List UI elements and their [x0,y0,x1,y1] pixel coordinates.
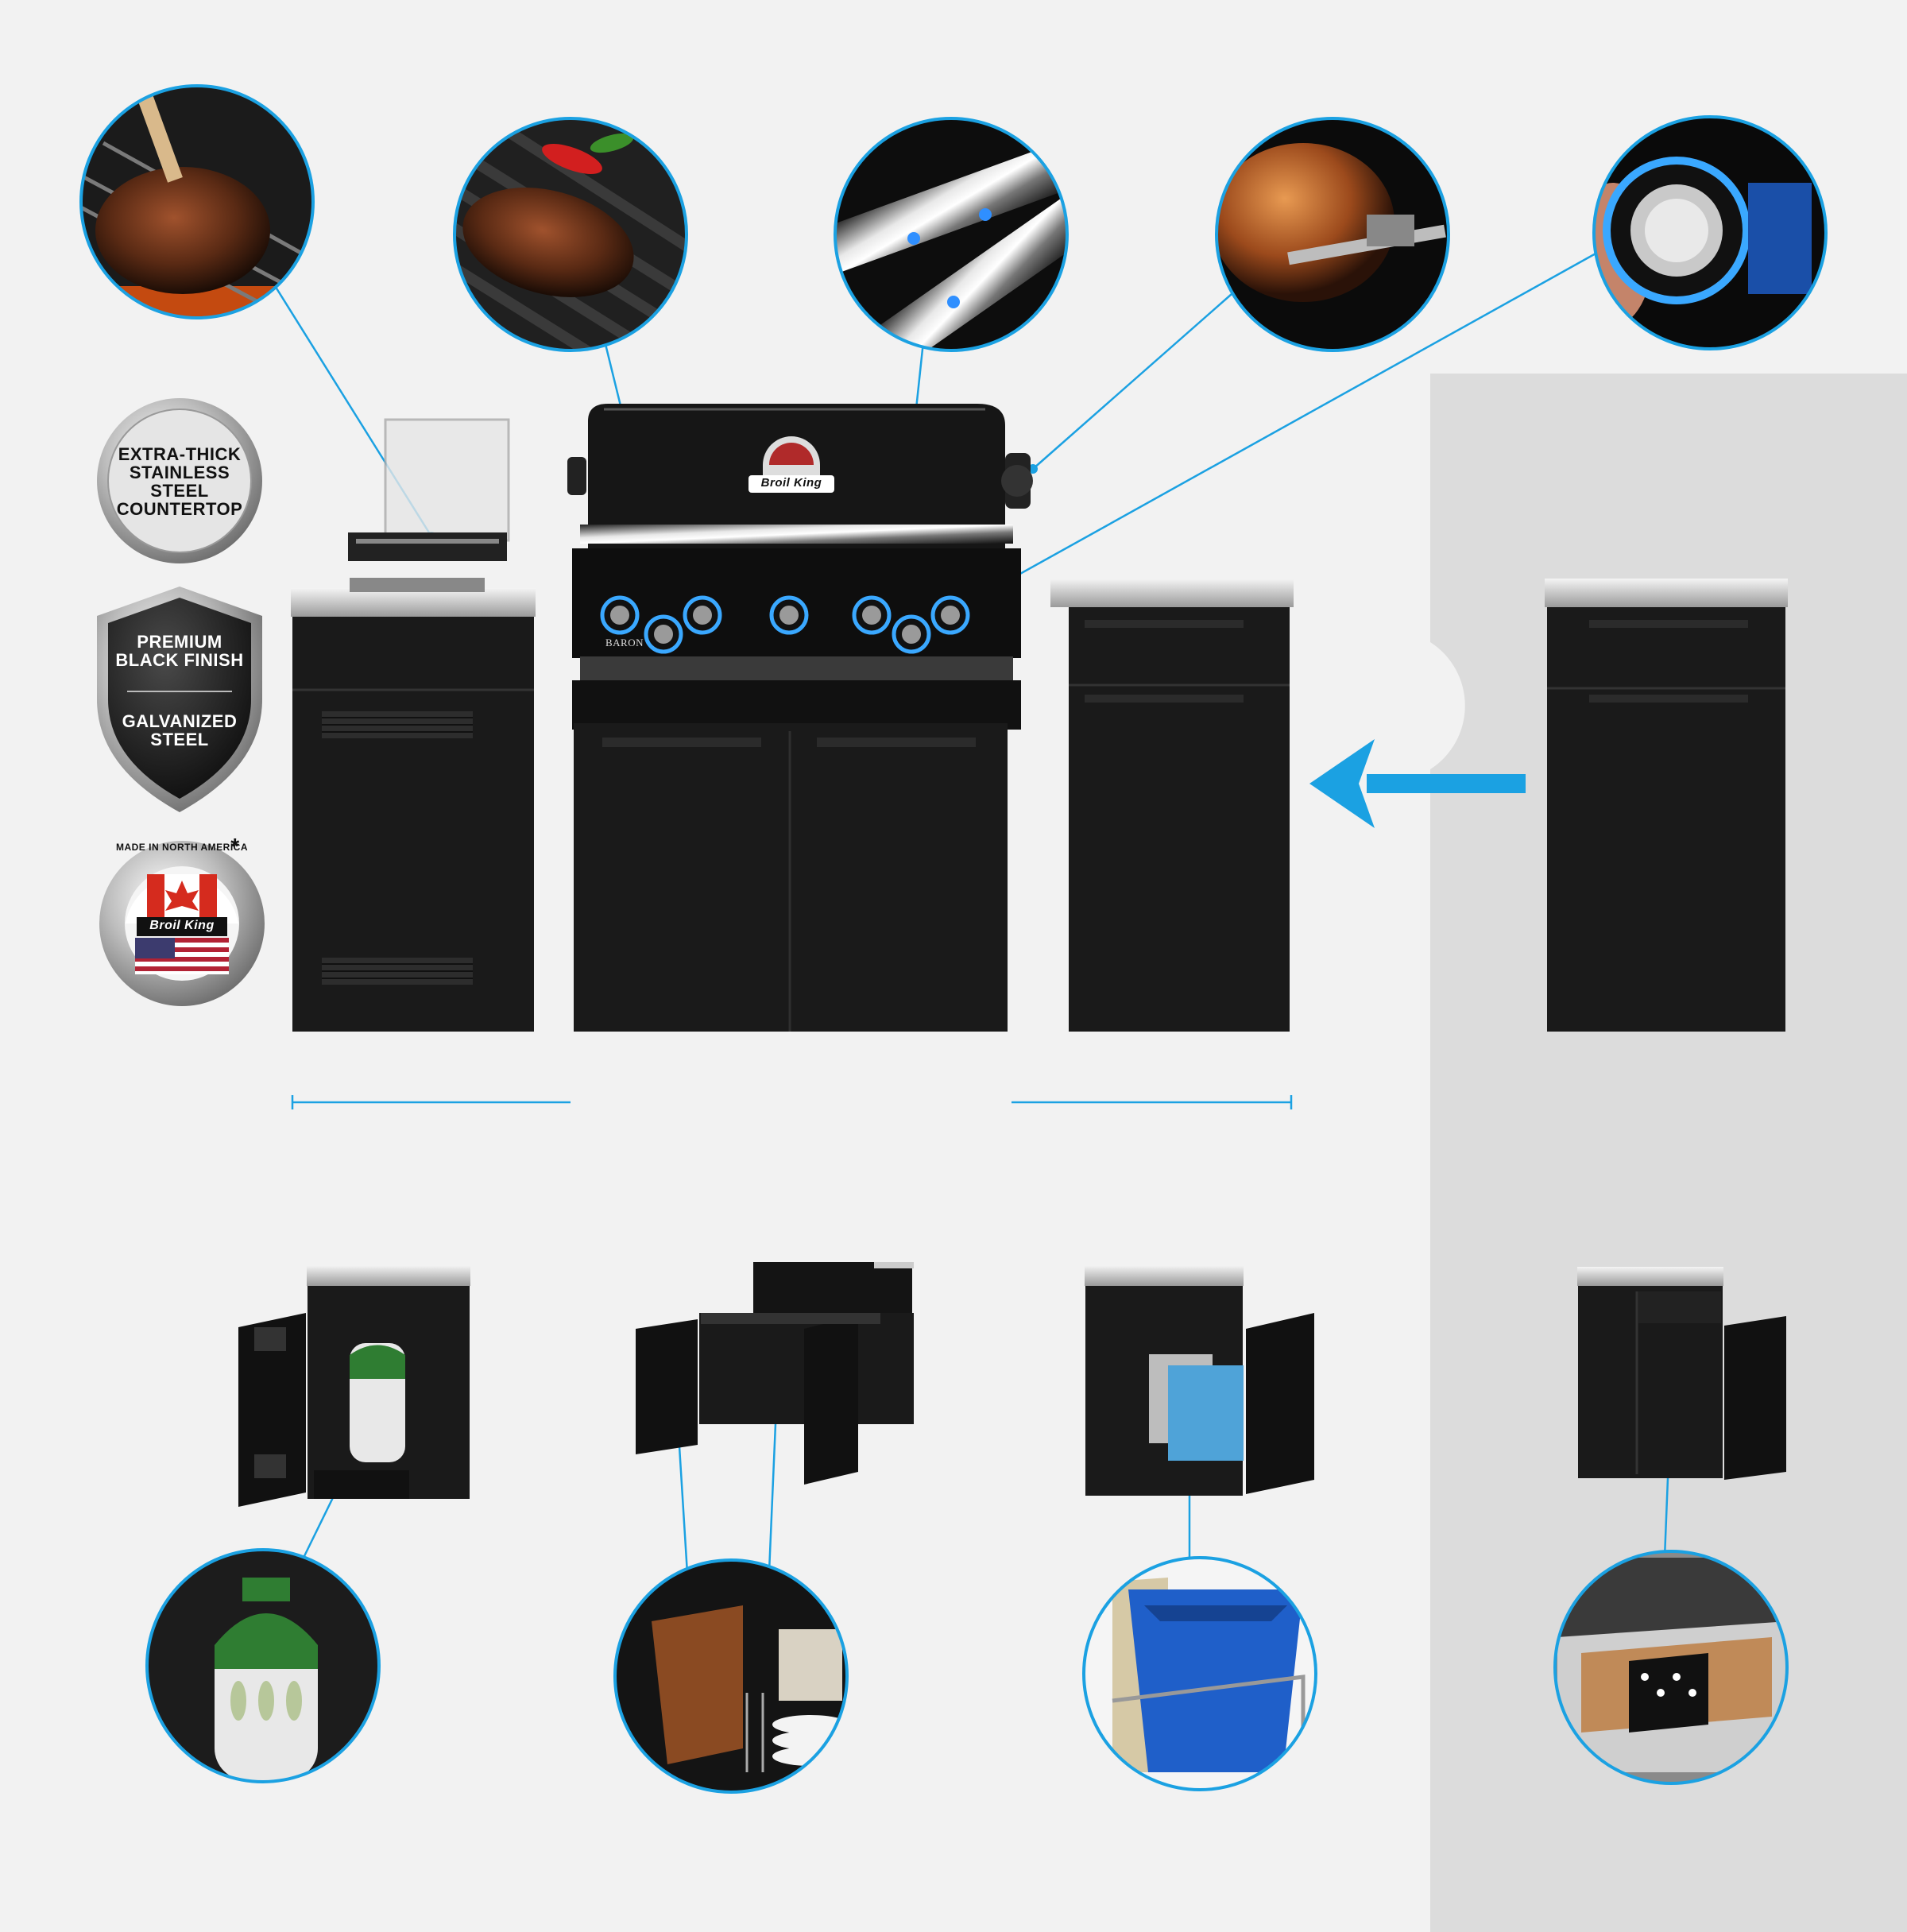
finish-badge-bottom-text: GALVANIZED STEEL [108,712,251,749]
countertop-line-1: EXTRA-THICK [118,444,242,464]
countertop-badge [97,398,262,563]
storage-trays-icon [613,1558,849,1794]
finish-line-2: BLACK FINISH [115,650,244,671]
countertop-badge-text: EXTRA-THICK STAINLESS STEEL COUNTERTOP [100,445,259,518]
trash-cabinet-open [1085,1265,1314,1496]
countertop-line-3: COUNTERTOP [116,499,243,520]
grill-brand-plate: Broil King [760,476,822,490]
lit-knob-icon [1592,115,1828,350]
finish-line-3: GALVANIZED [122,711,238,731]
made-in-asterisk: * [230,834,240,858]
made-in-badge-brand: Broil King [149,919,215,932]
made-in-badge-ring-text: MADE IN NORTH AMERICA [115,842,249,853]
rib-steak-icon [79,84,315,319]
sink-cover-accessory [348,418,510,561]
countertop-line-2: STAINLESS STEEL [129,463,230,501]
option-cabinet [1545,579,1788,1032]
grill-model-label: BARON [605,637,644,649]
drawer-cabinet-open [1577,1267,1786,1480]
rotisserie-chicken-icon [1215,117,1450,352]
grill-cabinet-open [636,1262,914,1485]
tank-cabinet-open [238,1265,470,1507]
finish-shield-badge [97,587,262,812]
finish-line-1: PREMIUM [137,632,222,652]
grill-head [567,404,1033,730]
sink-cabinet [291,578,536,1032]
steak-on-grate-icon [453,117,688,352]
finish-line-4: STEEL [150,730,209,750]
made-in-north-america-badge [99,841,265,1006]
stainless-burner-icon [834,117,1069,352]
grill-cabinet [574,723,1008,1032]
finish-badge-top-text: PREMIUM BLACK FINISH [108,633,251,669]
propane-tank-icon [145,1548,381,1783]
grill-knobs [600,595,970,654]
recycling-bin-icon [1082,1556,1317,1791]
left-arrow-icon [1309,739,1526,828]
storage-cabinet [1050,579,1294,1032]
